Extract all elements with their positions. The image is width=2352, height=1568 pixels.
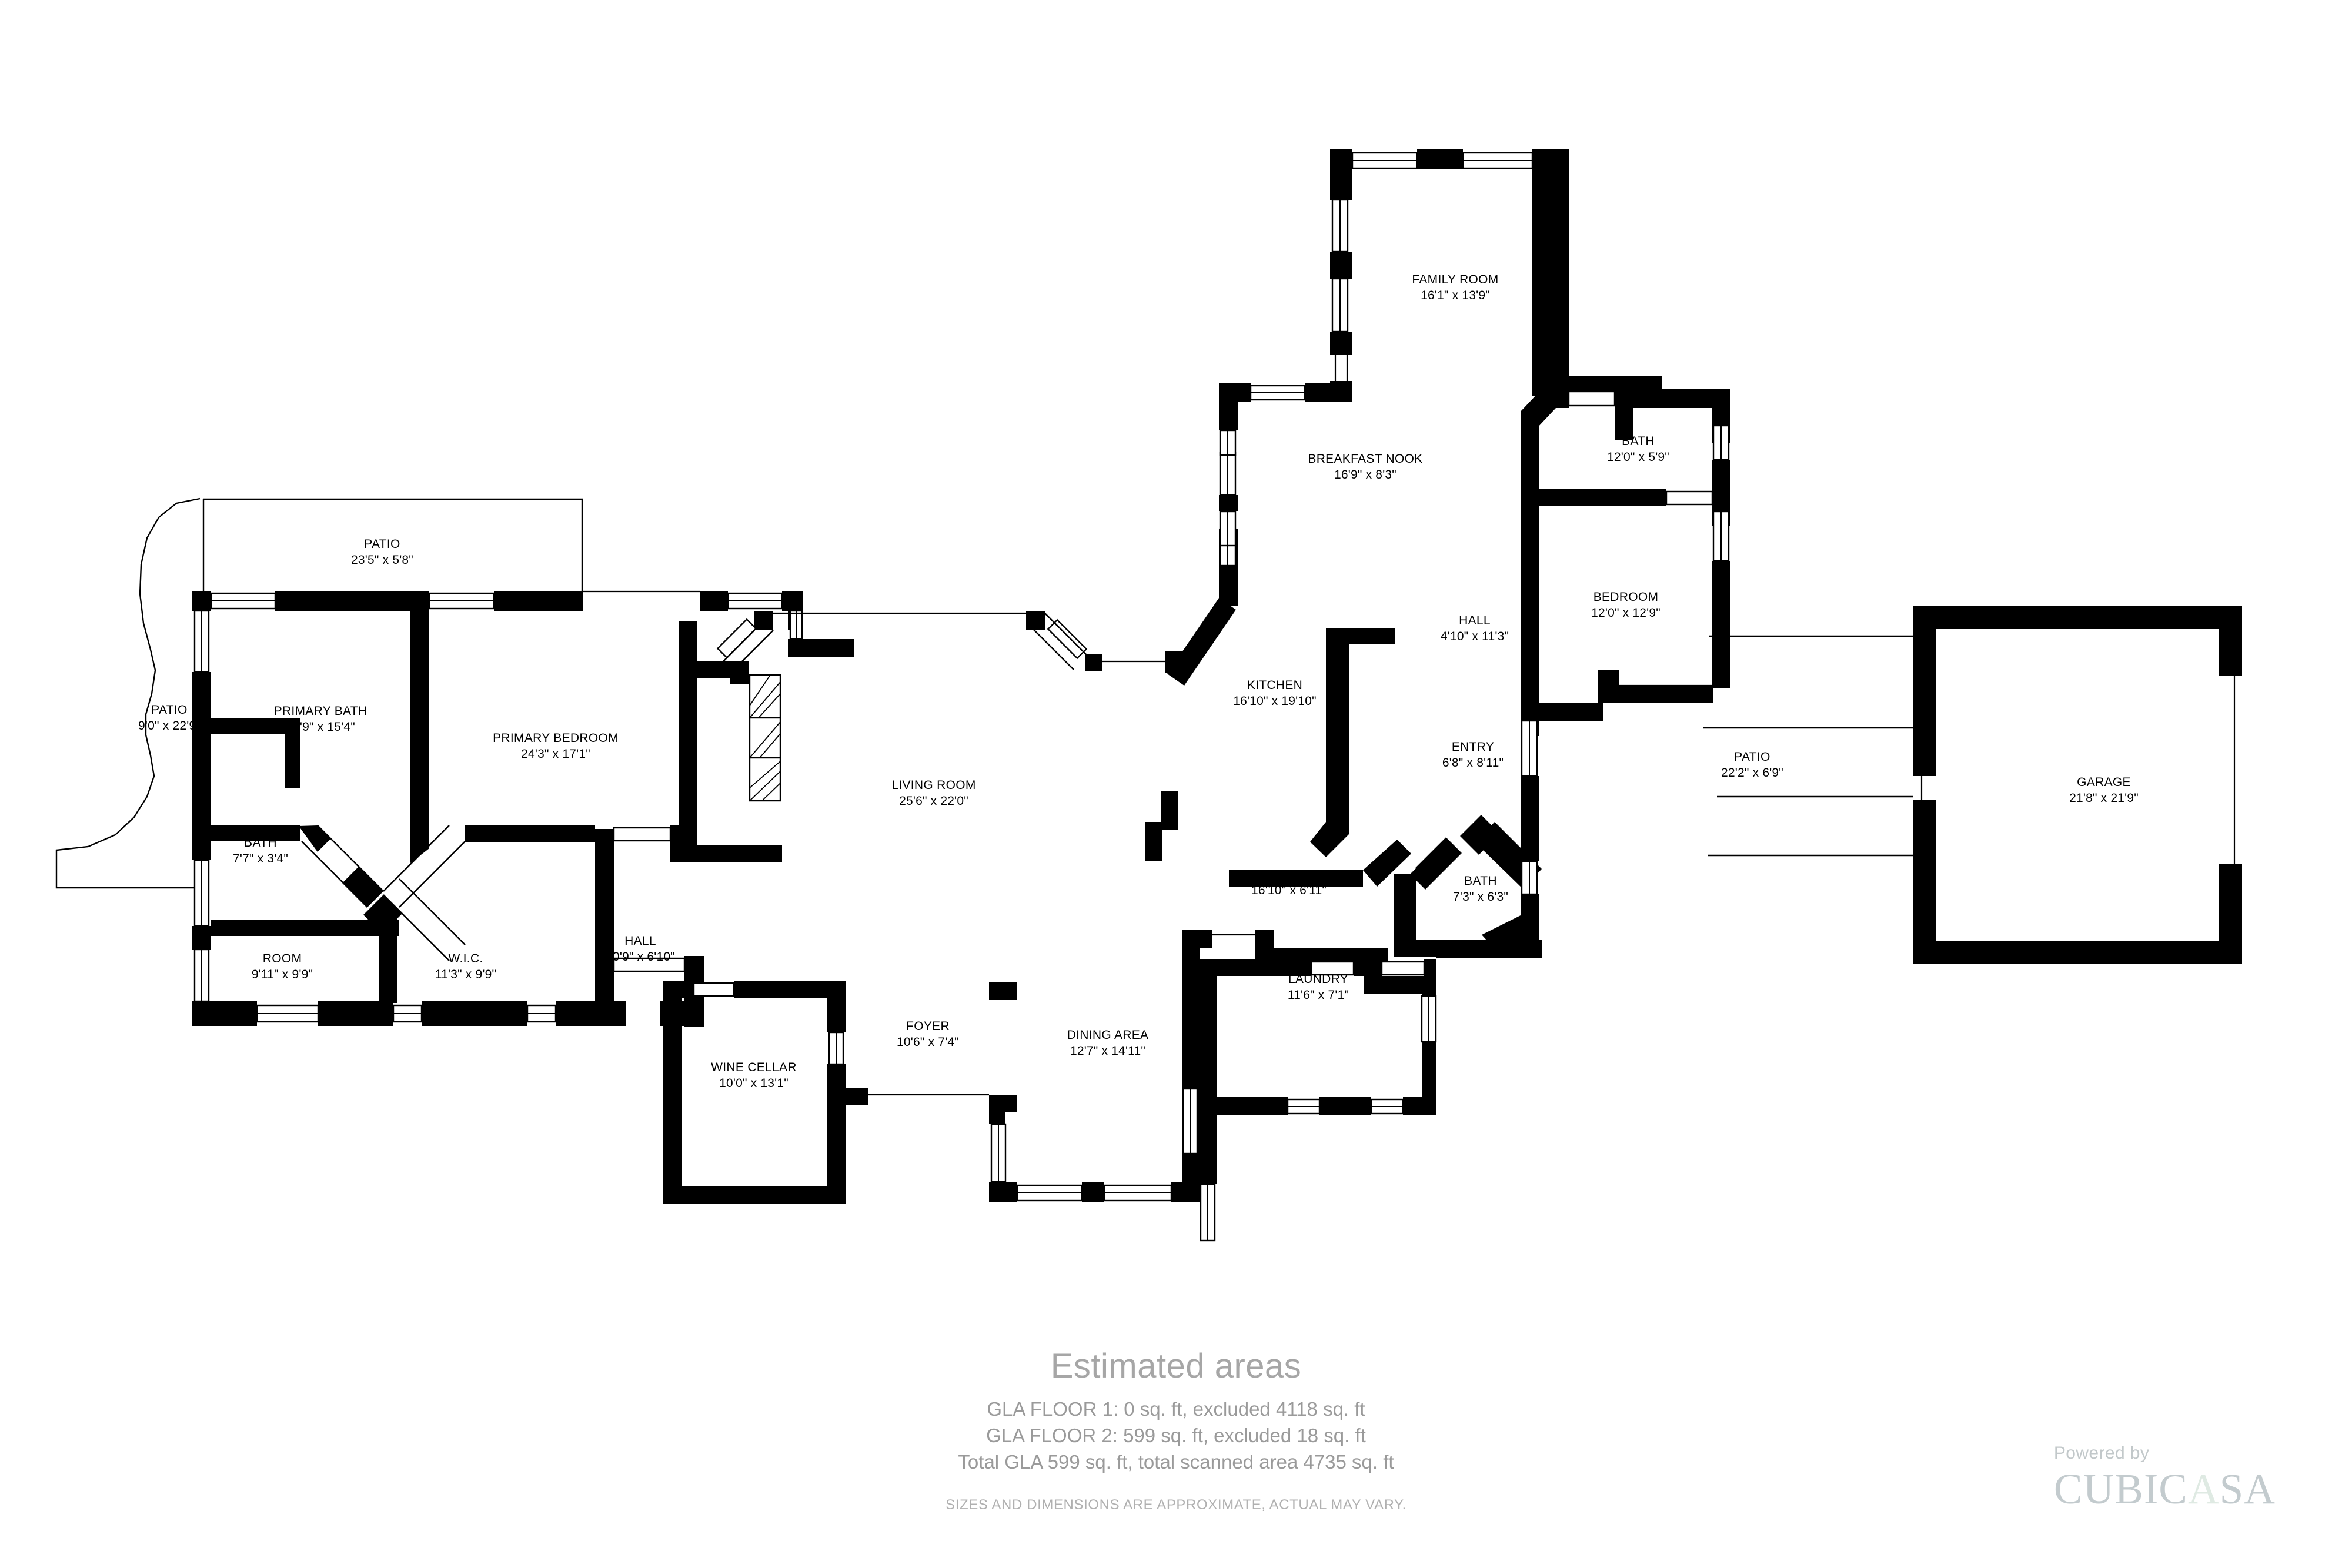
room-name: LIVING ROOM — [891, 778, 976, 793]
room-label-patio-top: PATIO 23'5" x 5'8" — [351, 537, 413, 569]
bedroom-bath-right-walls — [1521, 389, 1730, 721]
room-dimensions: 9'0" x 22'9" — [138, 719, 201, 733]
room-name: BEDROOM — [1593, 590, 1659, 604]
kitchen-nook-walls — [1145, 383, 1395, 861]
room-label-entry: ENTRY 6'8" x 8'11" — [1442, 740, 1504, 771]
garage-walls — [1913, 606, 2242, 964]
estimated-areas-title: Estimated areas — [1050, 1347, 1302, 1385]
room-name: KITCHEN — [1247, 678, 1303, 693]
total-gla-line: Total GLA 599 sq. ft, total scanned area… — [958, 1450, 1394, 1473]
room-dimensions: 23'5" x 5'8" — [351, 553, 413, 567]
room-name: WINE CELLAR — [711, 1061, 797, 1075]
room-dimensions: 21'8" x 21'9" — [2069, 791, 2139, 805]
patio-right-outline — [1703, 635, 1913, 857]
room-dimensions: 12'0" x 12'9" — [1591, 606, 1661, 620]
room-dimensions: 7'7" x 3'4" — [232, 852, 289, 865]
disclaimer-text: SIZES AND DIMENSIONS ARE APPROXIMATE, AC… — [946, 1496, 1406, 1513]
room-name: HALL — [624, 934, 656, 948]
room-dimensions: 16'1" x 13'9" — [1421, 289, 1490, 302]
foyer-dining-walls — [989, 930, 1388, 1202]
room-label-patio-left: PATIO 9'0" x 22'9" — [138, 703, 201, 734]
room-dimensions: 11'3" x 9'9" — [435, 968, 497, 981]
room-name: BATH — [1622, 434, 1655, 449]
room-label-hall-center: HALL 4'10" x 11'3" — [1441, 613, 1509, 645]
room-name: W.I.C. — [448, 952, 483, 966]
room-dimensions: 12'7" x 14'11" — [1070, 1044, 1146, 1058]
room-name: BATH — [244, 836, 277, 850]
patio-top-outline — [202, 498, 583, 594]
logo-text-a: A — [2187, 1465, 2220, 1513]
room-label-garage: GARAGE 21'8" x 21'9" — [2069, 775, 2139, 807]
room-label-patio-right: PATIO 22'2" x 6'9" — [1721, 750, 1783, 781]
room-name: PRIMARY BATH — [273, 704, 368, 718]
room-name: PRIMARY BEDROOM — [493, 731, 619, 745]
logo-text-cubic: CUBIC — [2053, 1465, 2188, 1513]
room-label-primary-bath: PRIMARY BATH 10'9" x 15'4" — [274, 704, 368, 735]
room-name: FAMILY ROOM — [1412, 273, 1499, 287]
room-dimensions: 7'3" x 6'3" — [1452, 890, 1509, 904]
walls-left-interior — [211, 611, 782, 1027]
room-dimensions: 11'6" x 7'1" — [1287, 988, 1349, 1002]
room-label-wic: W.I.C. 11'3" x 9'9" — [435, 951, 496, 983]
room-label-dining-area: DINING AREA 12'7" x 14'11" — [1067, 1028, 1149, 1059]
room-label-primary-bedroom: PRIMARY BEDROOM 24'3" x 17'1" — [493, 731, 619, 763]
room-dimensions: 24'3" x 17'1" — [521, 747, 590, 761]
room-label-family-room: FAMILY ROOM 16'1" x 13'9" — [1412, 272, 1498, 304]
room-name: DINING AREA — [1067, 1028, 1149, 1042]
gla-floor-1-line: GLA FLOOR 1: 0 sq. ft, excluded 4118 sq.… — [987, 1398, 1365, 1420]
room-label-bedroom: BEDROOM 12'0" x 12'9" — [1591, 590, 1661, 621]
room-dimensions: 10'6" x 7'4" — [897, 1035, 959, 1049]
cubicasa-branding: Powered by CUBIC A SA — [2054, 1443, 2276, 1514]
room-label-foyer: FOYER 10'6" x 7'4" — [897, 1019, 959, 1051]
room-label-laundry: LAUNDRY 11'6" x 7'1" — [1288, 972, 1349, 1004]
gla-floor-2-line: GLA FLOOR 2: 599 sq. ft, excluded 18 sq.… — [986, 1424, 1366, 1446]
logo-text-sa: SA — [2219, 1465, 2276, 1513]
room-name: PATIO — [151, 703, 188, 717]
room-label-wine-cellar: WINE CELLAR 10'0" x 13'1" — [711, 1060, 797, 1092]
hatched-element — [749, 674, 781, 802]
walls-left-wing — [192, 590, 854, 1026]
hall-laundry-walls — [1200, 840, 1437, 1242]
room-name: HALL — [1273, 868, 1305, 882]
patio-left-outline — [55, 497, 201, 889]
room-name: BATH — [1464, 874, 1497, 888]
room-name: LAUNDRY — [1288, 972, 1349, 987]
room-label-hall-bottom: HALL 16'10" x 6'11" — [1251, 867, 1327, 899]
room-dimensions: 25'6" x 22'0" — [899, 794, 968, 808]
cubicasa-logo: CUBIC A SA — [2054, 1465, 2276, 1514]
room-label-living-room: LIVING ROOM 25'6" x 22'0" — [891, 778, 975, 810]
room-name: PATIO — [364, 537, 400, 551]
powered-by-label: Powered by — [2053, 1443, 2150, 1463]
room-dimensions: 12'0" x 5'9" — [1607, 450, 1669, 464]
room-dimensions: 22'2" x 6'9" — [1721, 766, 1783, 780]
room-label-kitchen: KITCHEN 16'10" x 19'10" — [1233, 678, 1317, 710]
room-label-breakfast-nook: BREAKFAST NOOK 16'9" x 8'3" — [1308, 452, 1422, 483]
living-room-structure — [679, 611, 1178, 1000]
room-name: HALL — [1459, 614, 1491, 628]
entry-bath-walls — [1394, 720, 1542, 958]
room-label-bath-left: BATH 7'7" x 3'4" — [233, 835, 288, 867]
room-dimensions: 9'11" x 9'9" — [251, 968, 313, 981]
room-label-hall-left: HALL 10'9" x 6'10" — [606, 934, 675, 965]
room-name: ROOM — [262, 952, 302, 966]
room-dimensions: 16'9" x 8'3" — [1334, 468, 1396, 482]
room-label-bath-center: BATH 7'3" x 6'3" — [1453, 874, 1508, 905]
room-dimensions: 10'9" x 15'4" — [286, 720, 355, 734]
room-dimensions: 10'9" x 6'10" — [606, 950, 675, 964]
room-dimensions: 16'10" x 6'11" — [1251, 884, 1327, 897]
room-label-room: ROOM 9'11" x 9'9" — [252, 951, 313, 983]
room-name: GARAGE — [2077, 775, 2131, 790]
room-dimensions: 16'10" x 19'10" — [1233, 694, 1317, 708]
room-name: ENTRY — [1451, 740, 1495, 754]
room-name: BREAKFAST NOOK — [1308, 452, 1423, 466]
room-name: PATIO — [1734, 750, 1770, 764]
room-name: FOYER — [906, 1019, 950, 1034]
room-dimensions: 4'10" x 11'3" — [1440, 630, 1509, 643]
room-label-bath-right: BATH 12'0" x 5'9" — [1607, 434, 1669, 466]
room-dimensions: 10'0" x 13'1" — [719, 1076, 789, 1090]
estimated-areas-footer: Estimated areas GLA FLOOR 1: 0 sq. ft, e… — [0, 1346, 2352, 1513]
wine-cellar-walls — [663, 981, 989, 1204]
room-dimensions: 6'8" x 8'11" — [1442, 756, 1504, 770]
